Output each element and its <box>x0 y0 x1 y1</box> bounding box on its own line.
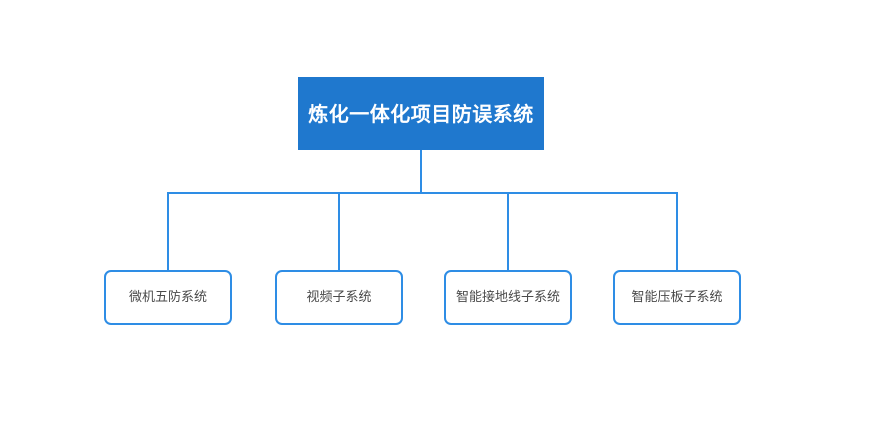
child-node-label: 智能压板子系统 <box>631 290 723 305</box>
child-node-weiji-wufang[interactable]: 微机五防系统 <box>104 270 232 325</box>
child-node-label: 视频子系统 <box>306 290 372 305</box>
child-node-label: 微机五防系统 <box>128 290 207 305</box>
connector-drop-child-4 <box>676 192 678 270</box>
connector-root-stem <box>420 150 422 193</box>
connector-drop-child-1 <box>167 192 169 270</box>
connector-drop-child-2 <box>338 192 340 270</box>
root-node[interactable]: 炼化一体化项目防误系统 <box>298 77 544 150</box>
child-node-zhineng-yaban[interactable]: 智能压板子系统 <box>613 270 741 325</box>
child-node-label: 智能接地线子系统 <box>455 290 560 305</box>
connector-drop-child-3 <box>507 192 509 270</box>
root-node-label: 炼化一体化项目防误系统 <box>308 101 534 126</box>
child-node-shipin[interactable]: 视频子系统 <box>275 270 403 325</box>
child-node-zhineng-jiediexian[interactable]: 智能接地线子系统 <box>444 270 572 325</box>
connector-horizontal-bus <box>167 192 678 194</box>
